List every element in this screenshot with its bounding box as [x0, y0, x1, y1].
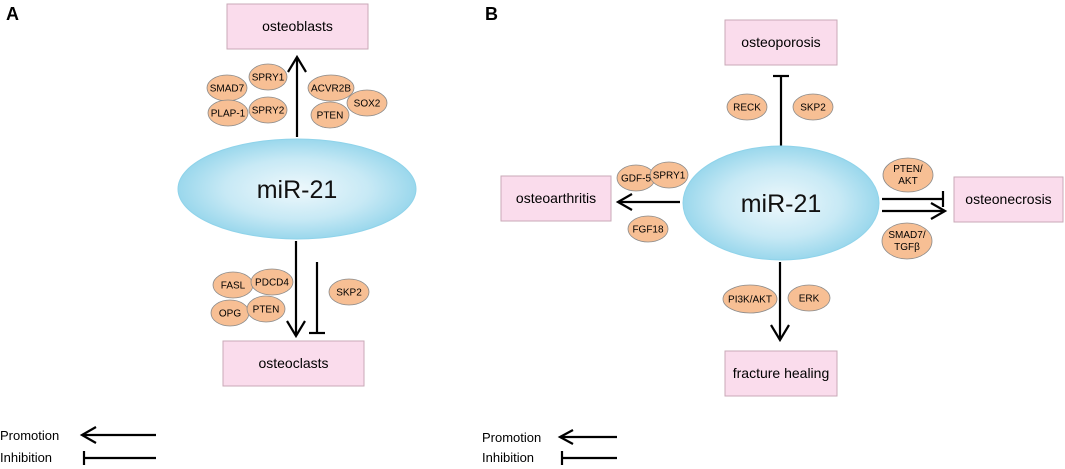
gene-smad7-tgfb: SMAD7/ TGFβ: [881, 222, 933, 260]
panel-a-label: A: [6, 4, 19, 24]
osteoarthritis-box: osteoarthritis: [500, 175, 612, 222]
gene-gdf5-label: GDF-5: [621, 174, 651, 185]
panel-b: B osteoporosis RECK SKP2 miR-21 osteoart…: [482, 4, 1064, 465]
gene-spry1: [248, 63, 288, 91]
panel-a: A osteoblasts SMAD7 SPRY1 PLAP-1 SPRY2: [0, 3, 417, 465]
gene-pi3k-akt-label: PI3K/AKT: [728, 295, 772, 306]
gene-pdcd4: [250, 268, 294, 296]
osteoclasts-box: osteoclasts: [222, 340, 365, 387]
gene-smad7-tgfb-line2: TGFβ: [894, 242, 920, 253]
osteonecrosis-box: osteonecrosis: [953, 176, 1064, 223]
gene-spry2-label: SPRY2: [252, 106, 285, 117]
mir21-label-b: miR-21: [741, 190, 822, 218]
legend-a-inhibition-label: Inhibition: [0, 450, 52, 465]
gene-sox2-label: SOX2: [354, 99, 381, 110]
osteoarthritis-label: osteoarthritis: [516, 190, 596, 206]
gene-erk: ERK: [787, 284, 831, 312]
gene-pten-bottom-label: PTEN: [253, 305, 280, 316]
osteoblasts-label: osteoblasts: [262, 18, 333, 34]
fracture-healing-box: fracture healing: [724, 350, 838, 397]
osteoporosis-label: osteoporosis: [741, 34, 820, 50]
gene-cluster-upper-left: SMAD7 SPRY1 PLAP-1 SPRY2: [206, 63, 288, 127]
gene-pten-top-label: PTEN: [317, 111, 344, 122]
osteoblasts-box: osteoblasts: [226, 3, 369, 50]
gene-erk-label: ERK: [799, 294, 820, 305]
gene-pten-bottom: [246, 295, 286, 323]
promotion-arrow-to-osteoblasts: [287, 54, 307, 137]
gene-reck: RECK: [726, 93, 768, 121]
gene-spry1-b-label: SPRY1: [653, 171, 686, 182]
promotion-arrow-to-osteonecrosis: [882, 202, 948, 220]
gene-pten-akt: PTEN/ AKT: [882, 157, 934, 193]
osteoporosis-box: osteoporosis: [724, 19, 838, 66]
gene-smad7-label: SMAD7: [210, 84, 245, 95]
fracture-healing-label: fracture healing: [733, 365, 830, 381]
gene-fasl-label: FASL: [221, 281, 246, 292]
inhibition-line-to-osteoclasts: [309, 262, 325, 335]
mir21-node-a: miR-21: [177, 138, 417, 240]
gene-pi3k-akt: PI3K/AKT: [722, 284, 778, 314]
osteoclasts-label: osteoclasts: [258, 355, 328, 371]
legend-b: Promotion Inhibition: [482, 429, 617, 465]
promotion-arrow-to-osteoarthritis: [615, 193, 680, 211]
gene-acvr2b-label: ACVR2B: [311, 84, 351, 95]
gene-fgf18: [627, 215, 669, 243]
legend-a: Promotion Inhibition: [0, 426, 156, 465]
legend-b-promotion-label: Promotion: [482, 430, 541, 445]
gene-pten-top: [310, 101, 350, 129]
gene-spry1-label: SPRY1: [252, 73, 285, 84]
gene-acvr2b: [307, 74, 355, 102]
gene-skp2-b: SKP2: [792, 93, 834, 121]
gene-pten-akt-line2: AKT: [898, 176, 917, 187]
gene-cluster-lower-left: FASL PDCD4 OPG PTEN: [210, 268, 294, 327]
gene-opg-label: OPG: [219, 309, 241, 320]
gene-spry2: [248, 96, 288, 124]
promotion-arrow-to-fracture-healing: [770, 262, 790, 343]
gene-skp2-a: SKP2: [328, 278, 370, 306]
gene-cluster-upper-right: ACVR2B SOX2 PTEN: [307, 74, 388, 129]
legend-b-inhibition-label: Inhibition: [482, 450, 534, 465]
osteonecrosis-label: osteonecrosis: [965, 191, 1051, 207]
promotion-arrow-to-osteoclasts: [286, 241, 306, 339]
gene-pten-akt-line1: PTEN/: [893, 164, 923, 175]
inhibition-line-to-osteoporosis: [773, 74, 789, 148]
gene-skp2-b-label: SKP2: [800, 103, 826, 114]
gene-fgf18-label: FGF18: [632, 225, 664, 236]
panel-b-label: B: [485, 4, 498, 24]
gene-sox2: [346, 89, 388, 117]
gene-plap1: [207, 99, 249, 127]
gene-spry1-b: [649, 161, 689, 189]
legend-a-promotion-label: Promotion: [0, 428, 59, 443]
gene-cluster-left-b: GDF-5 SPRY1 FGF18: [616, 161, 689, 243]
gene-skp2-a-label: SKP2: [336, 288, 362, 299]
gene-pdcd4-label: PDCD4: [255, 278, 289, 289]
gene-plap1-label: PLAP-1: [211, 109, 246, 120]
gene-reck-label: RECK: [733, 103, 761, 114]
mir21-label-a: miR-21: [257, 176, 338, 204]
gene-smad7-tgfb-line1: SMAD7/: [888, 230, 925, 241]
inhibition-line-to-osteonecrosis: [882, 191, 945, 207]
mir21-node-b: miR-21: [682, 145, 880, 261]
